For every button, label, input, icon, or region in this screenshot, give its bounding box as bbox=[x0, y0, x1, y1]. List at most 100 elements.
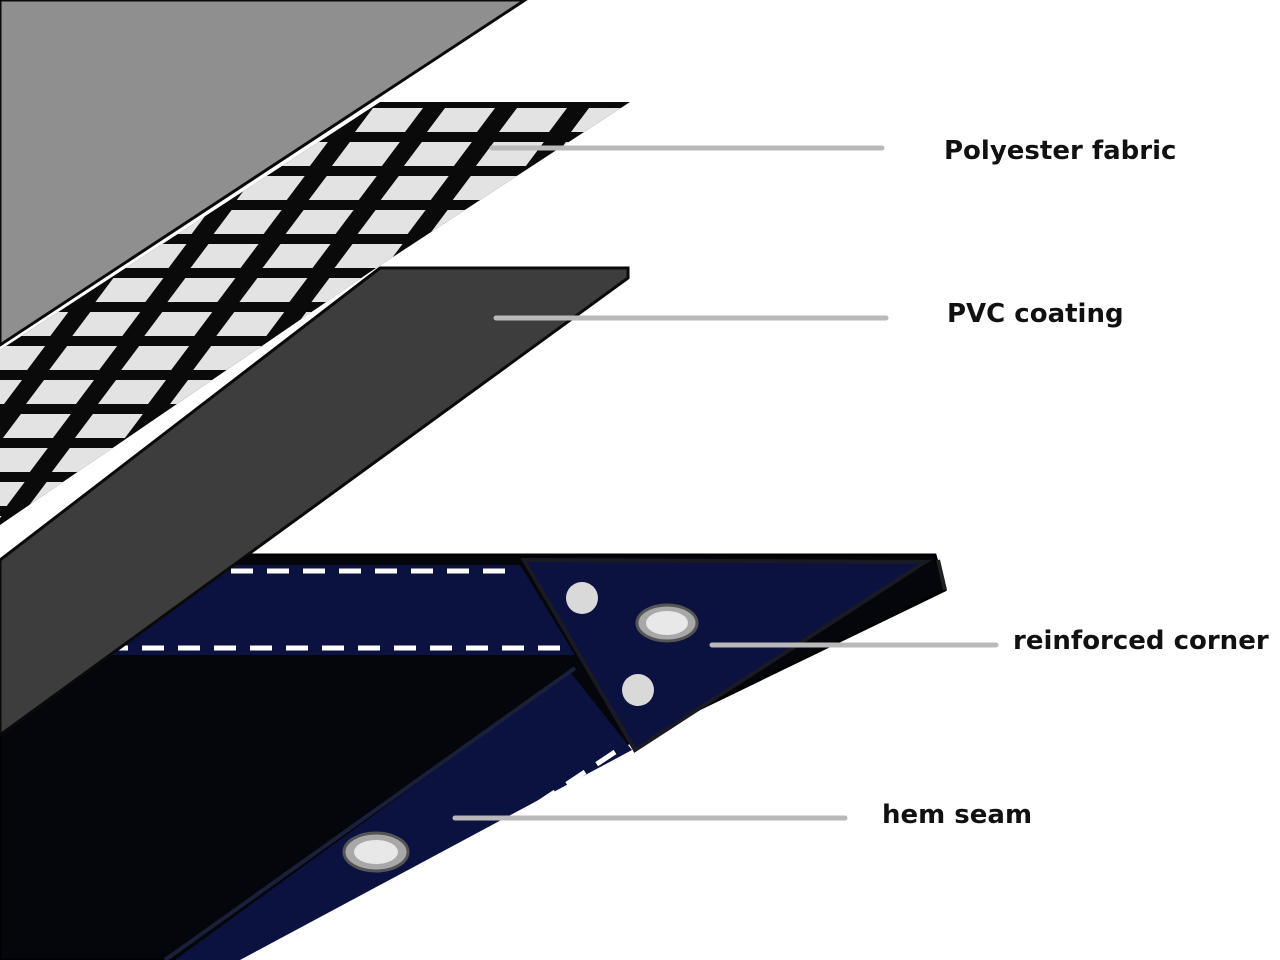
fabric-weave-cell bbox=[460, 482, 529, 506]
fabric-weave-cell bbox=[308, 176, 377, 200]
fabric-weave-cell bbox=[213, 210, 282, 234]
corner-rivet-icon bbox=[622, 674, 654, 706]
fabric-weave-cell bbox=[262, 244, 331, 268]
fabric-weave-cell bbox=[427, 108, 495, 132]
fabric-weave-cell bbox=[625, 346, 630, 370]
fabric-weave-cell bbox=[501, 210, 570, 234]
fabric-weave-cell bbox=[604, 482, 630, 506]
fabric-weave-cell bbox=[388, 482, 457, 506]
fabric-weave-cell bbox=[646, 210, 714, 234]
label-hem-seam: hem seam bbox=[882, 800, 1033, 830]
fabric-weave-cell bbox=[550, 244, 619, 268]
fabric-weave-cell bbox=[355, 108, 423, 132]
fabric-weave-cell bbox=[530, 380, 599, 404]
fabric-weave-cell bbox=[285, 210, 354, 234]
fabric-weave-cell bbox=[331, 142, 400, 166]
fabric-weave-cell bbox=[0, 346, 46, 370]
fabric-weave-cell bbox=[406, 244, 475, 268]
fabric-weave-cell bbox=[0, 448, 48, 472]
fabric-weave-cell bbox=[596, 176, 630, 200]
fabric-weave-cell bbox=[695, 244, 763, 268]
fabric-weave-cell bbox=[478, 244, 547, 268]
fabric-weave-cell bbox=[934, 210, 1002, 234]
fabric-weave-cell bbox=[700, 448, 768, 472]
fabric-weave-cell bbox=[437, 516, 506, 525]
fabric-weave-cell bbox=[723, 414, 791, 438]
fabric-weave-cell bbox=[643, 108, 711, 132]
fabric-weave-cell bbox=[532, 482, 601, 506]
fabric-weave-cell bbox=[818, 380, 886, 404]
fabric-weave-cell bbox=[72, 312, 141, 336]
pvc-coating-layer bbox=[0, 266, 630, 737]
fabric-weave-cell bbox=[483, 448, 552, 472]
fabric-weave-cell bbox=[167, 278, 236, 302]
fabric-weave-cell bbox=[553, 346, 622, 370]
fabric-weave-cell bbox=[555, 448, 624, 472]
fabric-weave-cell bbox=[573, 210, 630, 234]
fabric-weave-cell bbox=[841, 346, 909, 370]
fabric-weave-cell bbox=[671, 278, 739, 302]
fabric-weave-cell bbox=[622, 244, 630, 268]
fabric-weave-cell bbox=[239, 278, 308, 302]
fabric-weave-cell bbox=[887, 278, 955, 302]
fabric-weave-cell bbox=[524, 176, 593, 200]
fabric-weave-cell bbox=[121, 346, 190, 370]
fabric-weave-cell bbox=[654, 516, 722, 540]
fabric-weave-cell bbox=[787, 108, 855, 132]
corner-eyelet-hole-icon bbox=[646, 611, 688, 635]
top-pvc-layer bbox=[0, 0, 528, 347]
fabric-weave-cell bbox=[380, 176, 449, 200]
fabric-weave-cell bbox=[669, 176, 737, 200]
fabric-weave-cell bbox=[815, 278, 883, 302]
fabric-weave-cell bbox=[0, 380, 23, 404]
fabric-weave-cell bbox=[749, 482, 817, 506]
fabric-weave-cell bbox=[98, 380, 167, 404]
fabric-weave-cell bbox=[49, 346, 118, 370]
fabric-weave-cell bbox=[627, 448, 630, 472]
fabric-weave-cell bbox=[911, 244, 979, 268]
fabric-weave-cell bbox=[743, 278, 811, 302]
fabric-weave-cell bbox=[718, 210, 786, 234]
fabric-weave-cell bbox=[403, 142, 472, 166]
fabric-weave-cell bbox=[499, 108, 567, 132]
fabric-weave-cell bbox=[144, 312, 213, 336]
fabric-weave-cell bbox=[885, 176, 953, 200]
fabric-weave-cell bbox=[769, 346, 837, 370]
label-pvc-coating: PVC coating bbox=[947, 299, 1124, 329]
fabric-weave-cell bbox=[772, 448, 840, 472]
fabric-weave-cell bbox=[74, 414, 143, 438]
fabric-weave-cell bbox=[293, 516, 362, 525]
fabric-weave-cell bbox=[813, 176, 881, 200]
fabric-weave-cell bbox=[741, 176, 809, 200]
label-polyester-fabric: Polyester fabric bbox=[944, 136, 1177, 166]
fabric-weave-cell bbox=[357, 210, 426, 234]
fabric-weave-cell bbox=[434, 414, 503, 438]
fabric-weave-cell bbox=[862, 210, 930, 234]
fabric-weave-cell bbox=[509, 516, 578, 525]
fabric-weave-cell bbox=[506, 414, 575, 438]
fabric-weave-cell bbox=[0, 482, 25, 506]
fabric-weave-cell bbox=[957, 176, 1025, 200]
fabric-weave-cell bbox=[767, 244, 835, 268]
label-reinforced-corner: reinforced corner bbox=[1013, 626, 1269, 656]
fabric-weave-cell bbox=[674, 380, 742, 404]
fabric-weave-cell bbox=[411, 448, 480, 472]
fabric-weave-cell bbox=[578, 414, 630, 438]
fabric-weave-cell bbox=[602, 380, 630, 404]
fabric-weave-cell bbox=[795, 414, 863, 438]
fabric-weave-cell bbox=[216, 312, 285, 336]
hem-edge-line bbox=[163, 666, 577, 960]
fabric-weave-cell bbox=[677, 482, 745, 506]
reinforced-corner-patch bbox=[520, 557, 932, 753]
corner-rivet-icon bbox=[566, 582, 598, 614]
fabric-weave-cell bbox=[365, 516, 434, 525]
fabric-weave-cell bbox=[95, 278, 164, 302]
hem-strip-diagonal bbox=[175, 672, 632, 960]
fabric-weave-cell bbox=[2, 414, 71, 438]
fabric-weave-cell bbox=[697, 346, 765, 370]
fabric-weave-cell bbox=[790, 210, 858, 234]
fabric-weave-cell bbox=[651, 414, 719, 438]
fabric-weave-cell bbox=[26, 380, 95, 404]
fabric-weave-cell bbox=[715, 108, 783, 132]
